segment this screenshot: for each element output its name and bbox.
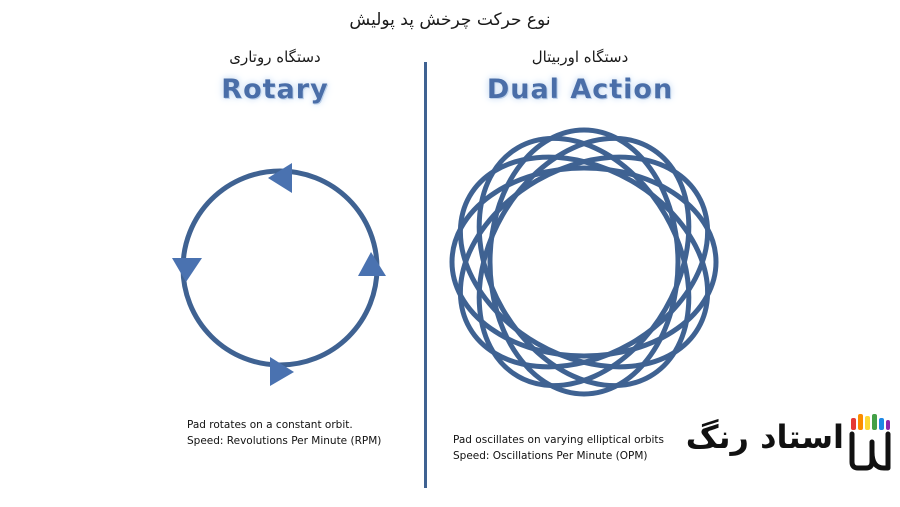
rotary-arrow-bottom (270, 357, 294, 386)
rotary-description-line1: Pad rotates on a constant orbit. (187, 419, 353, 431)
rotary-description: Pad rotates on a constant orbit. Speed: … (187, 417, 381, 449)
main-title: نوع حرکت چرخش پد پولیش (349, 10, 551, 30)
dual-action-description: Pad oscillates on varying elliptical orb… (453, 432, 664, 464)
dual-action-heading-en: Dual Action (486, 74, 674, 105)
rotary-description-line2: Speed: Revolutions Per Minute (RPM) (187, 435, 382, 447)
rotary-diagram (172, 163, 386, 386)
dual-action-description-line2: Speed: Oscillations Per Minute (OPM) (453, 450, 648, 462)
dual-action-heading-fa: دستگاه اوربیتال (531, 48, 629, 66)
brand-logo: استاد رنگ (672, 410, 894, 472)
rotary-arrow-left (172, 258, 202, 282)
rotary-orbit-circle (180, 168, 380, 368)
rotary-heading-en: Rotary (221, 74, 329, 105)
orbit-ellipse (449, 165, 719, 359)
orbit-ellipse (476, 135, 692, 389)
brand-name: استاد رنگ (685, 418, 844, 456)
rotary-arrow-top (268, 163, 292, 193)
brand-mark-icon (849, 414, 891, 471)
orbit-ellipse (487, 127, 681, 397)
dual-action-diagram (449, 127, 719, 397)
orbit-ellipse (457, 154, 711, 370)
center-divider (424, 62, 427, 488)
orbit-ellipse (476, 135, 692, 389)
orbit-ellipse (457, 154, 711, 370)
rotary-heading-fa: دستگاه روتاری (229, 48, 321, 66)
dual-action-description-line1: Pad oscillates on varying elliptical orb… (453, 434, 664, 446)
rotary-arrow-right (358, 252, 386, 276)
